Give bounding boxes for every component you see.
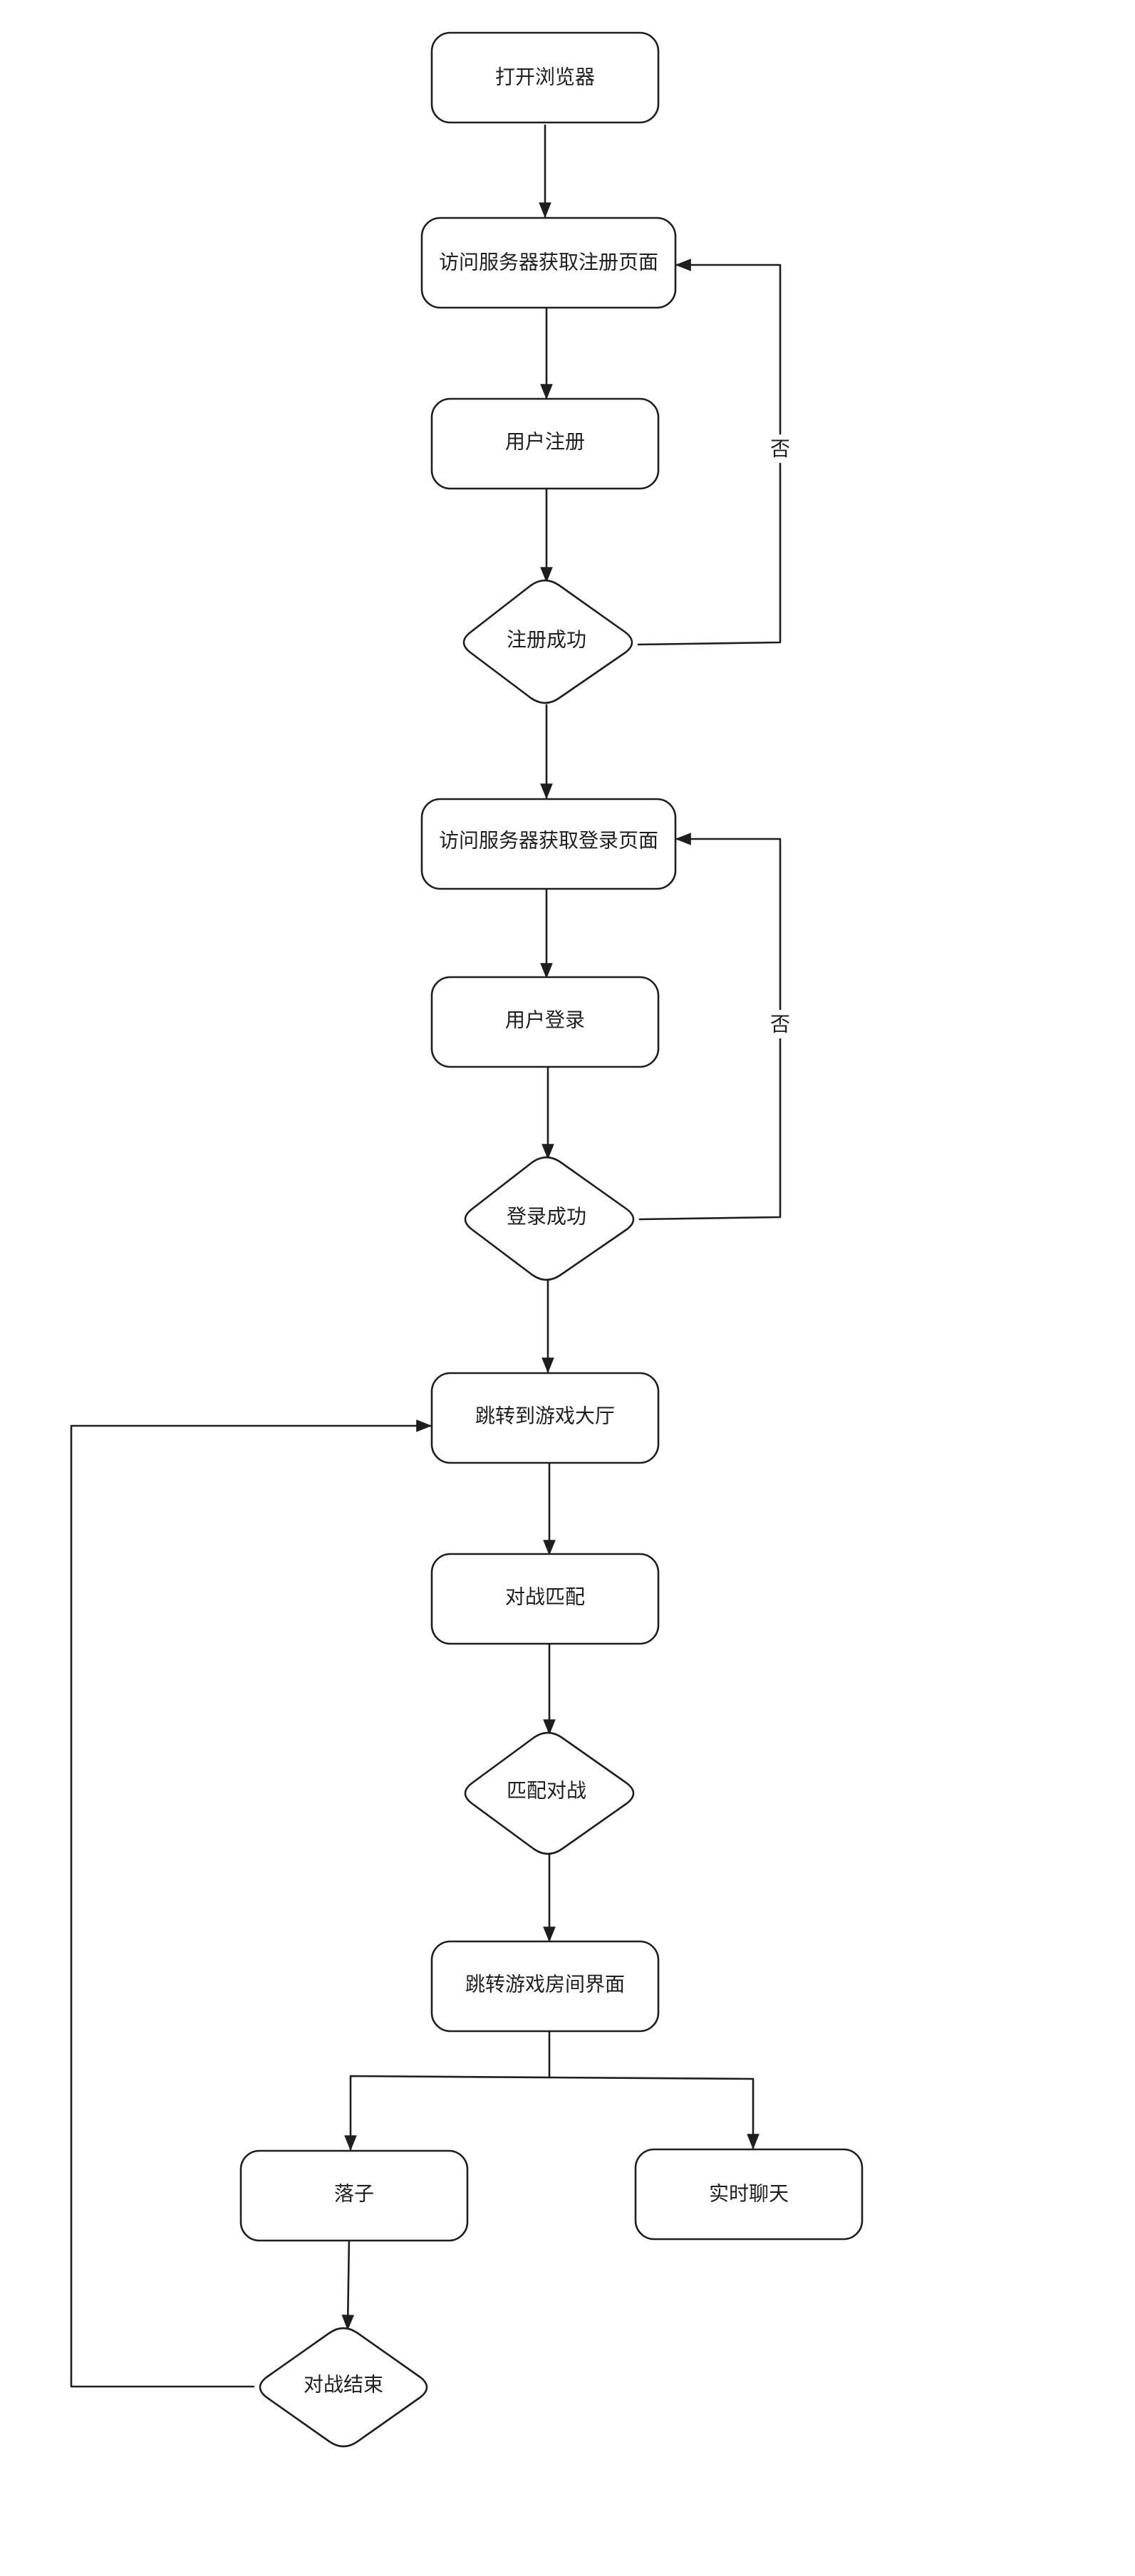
node-match-battle-label: 匹配对战 [507, 1779, 586, 1803]
edges [70, 124, 782, 2388]
node-login-success-label: 登录成功 [507, 1205, 586, 1229]
edge-labels: 否 否 [768, 434, 792, 1038]
node-login-success: 登录成功 [464, 1156, 635, 1281]
node-get-register-page-label: 访问服务器获取注册页面 [439, 251, 658, 274]
node-realtime-chat-label: 实时聊天 [709, 2182, 789, 2206]
node-battle-match: 对战匹配 [430, 1553, 660, 1645]
nodes: 打开浏览器 访问服务器获取注册页面 用户注册 注册成功 访问服务器获取登录页面 … [239, 31, 864, 2448]
node-open-browser: 打开浏览器 [430, 31, 660, 124]
node-battle-match-label: 对战匹配 [505, 1585, 585, 1609]
edge-register-fail-loop [637, 259, 782, 646]
node-get-register-page: 访问服务器获取注册页面 [420, 217, 677, 309]
edge-label-login-fail: 否 [770, 1013, 790, 1036]
node-realtime-chat: 实时聊天 [634, 2148, 864, 2241]
node-get-login-page: 访问服务器获取登录页面 [420, 798, 677, 890]
node-goto-lobby-label: 跳转到游戏大厅 [475, 1404, 615, 1428]
edge-label-register-fail: 否 [770, 437, 790, 461]
node-user-login: 用户登录 [430, 976, 660, 1068]
node-battle-end: 对战结束 [259, 2327, 428, 2448]
node-register-success: 注册成功 [462, 579, 633, 704]
node-user-register: 用户注册 [430, 397, 660, 490]
edge-login-fail-loop [638, 833, 782, 1221]
node-register-success-label: 注册成功 [507, 628, 586, 652]
node-open-browser-label: 打开浏览器 [495, 66, 595, 89]
edge-split-to-place-piece [344, 2075, 551, 2152]
node-goto-room-label: 跳转游戏房间界面 [465, 1973, 625, 1996]
edge-place-piece-to-battle-end [341, 2235, 355, 2331]
node-place-piece: 落子 [239, 2149, 469, 2242]
node-user-login-label: 用户登录 [505, 1008, 585, 1032]
node-get-login-page-label: 访问服务器获取登录页面 [439, 829, 658, 852]
edge-battle-end-loop-to-lobby [70, 1419, 432, 2388]
node-match-battle: 匹配对战 [464, 1731, 635, 1855]
node-user-register-label: 用户注册 [505, 430, 585, 454]
node-place-piece-label: 落子 [334, 2182, 374, 2206]
edge-split-to-realtime-chat [548, 2076, 760, 2150]
node-goto-room: 跳转游戏房间界面 [430, 1940, 660, 2033]
node-battle-end-label: 对战结束 [304, 2373, 383, 2397]
node-goto-lobby: 跳转到游戏大厅 [430, 1372, 660, 1464]
